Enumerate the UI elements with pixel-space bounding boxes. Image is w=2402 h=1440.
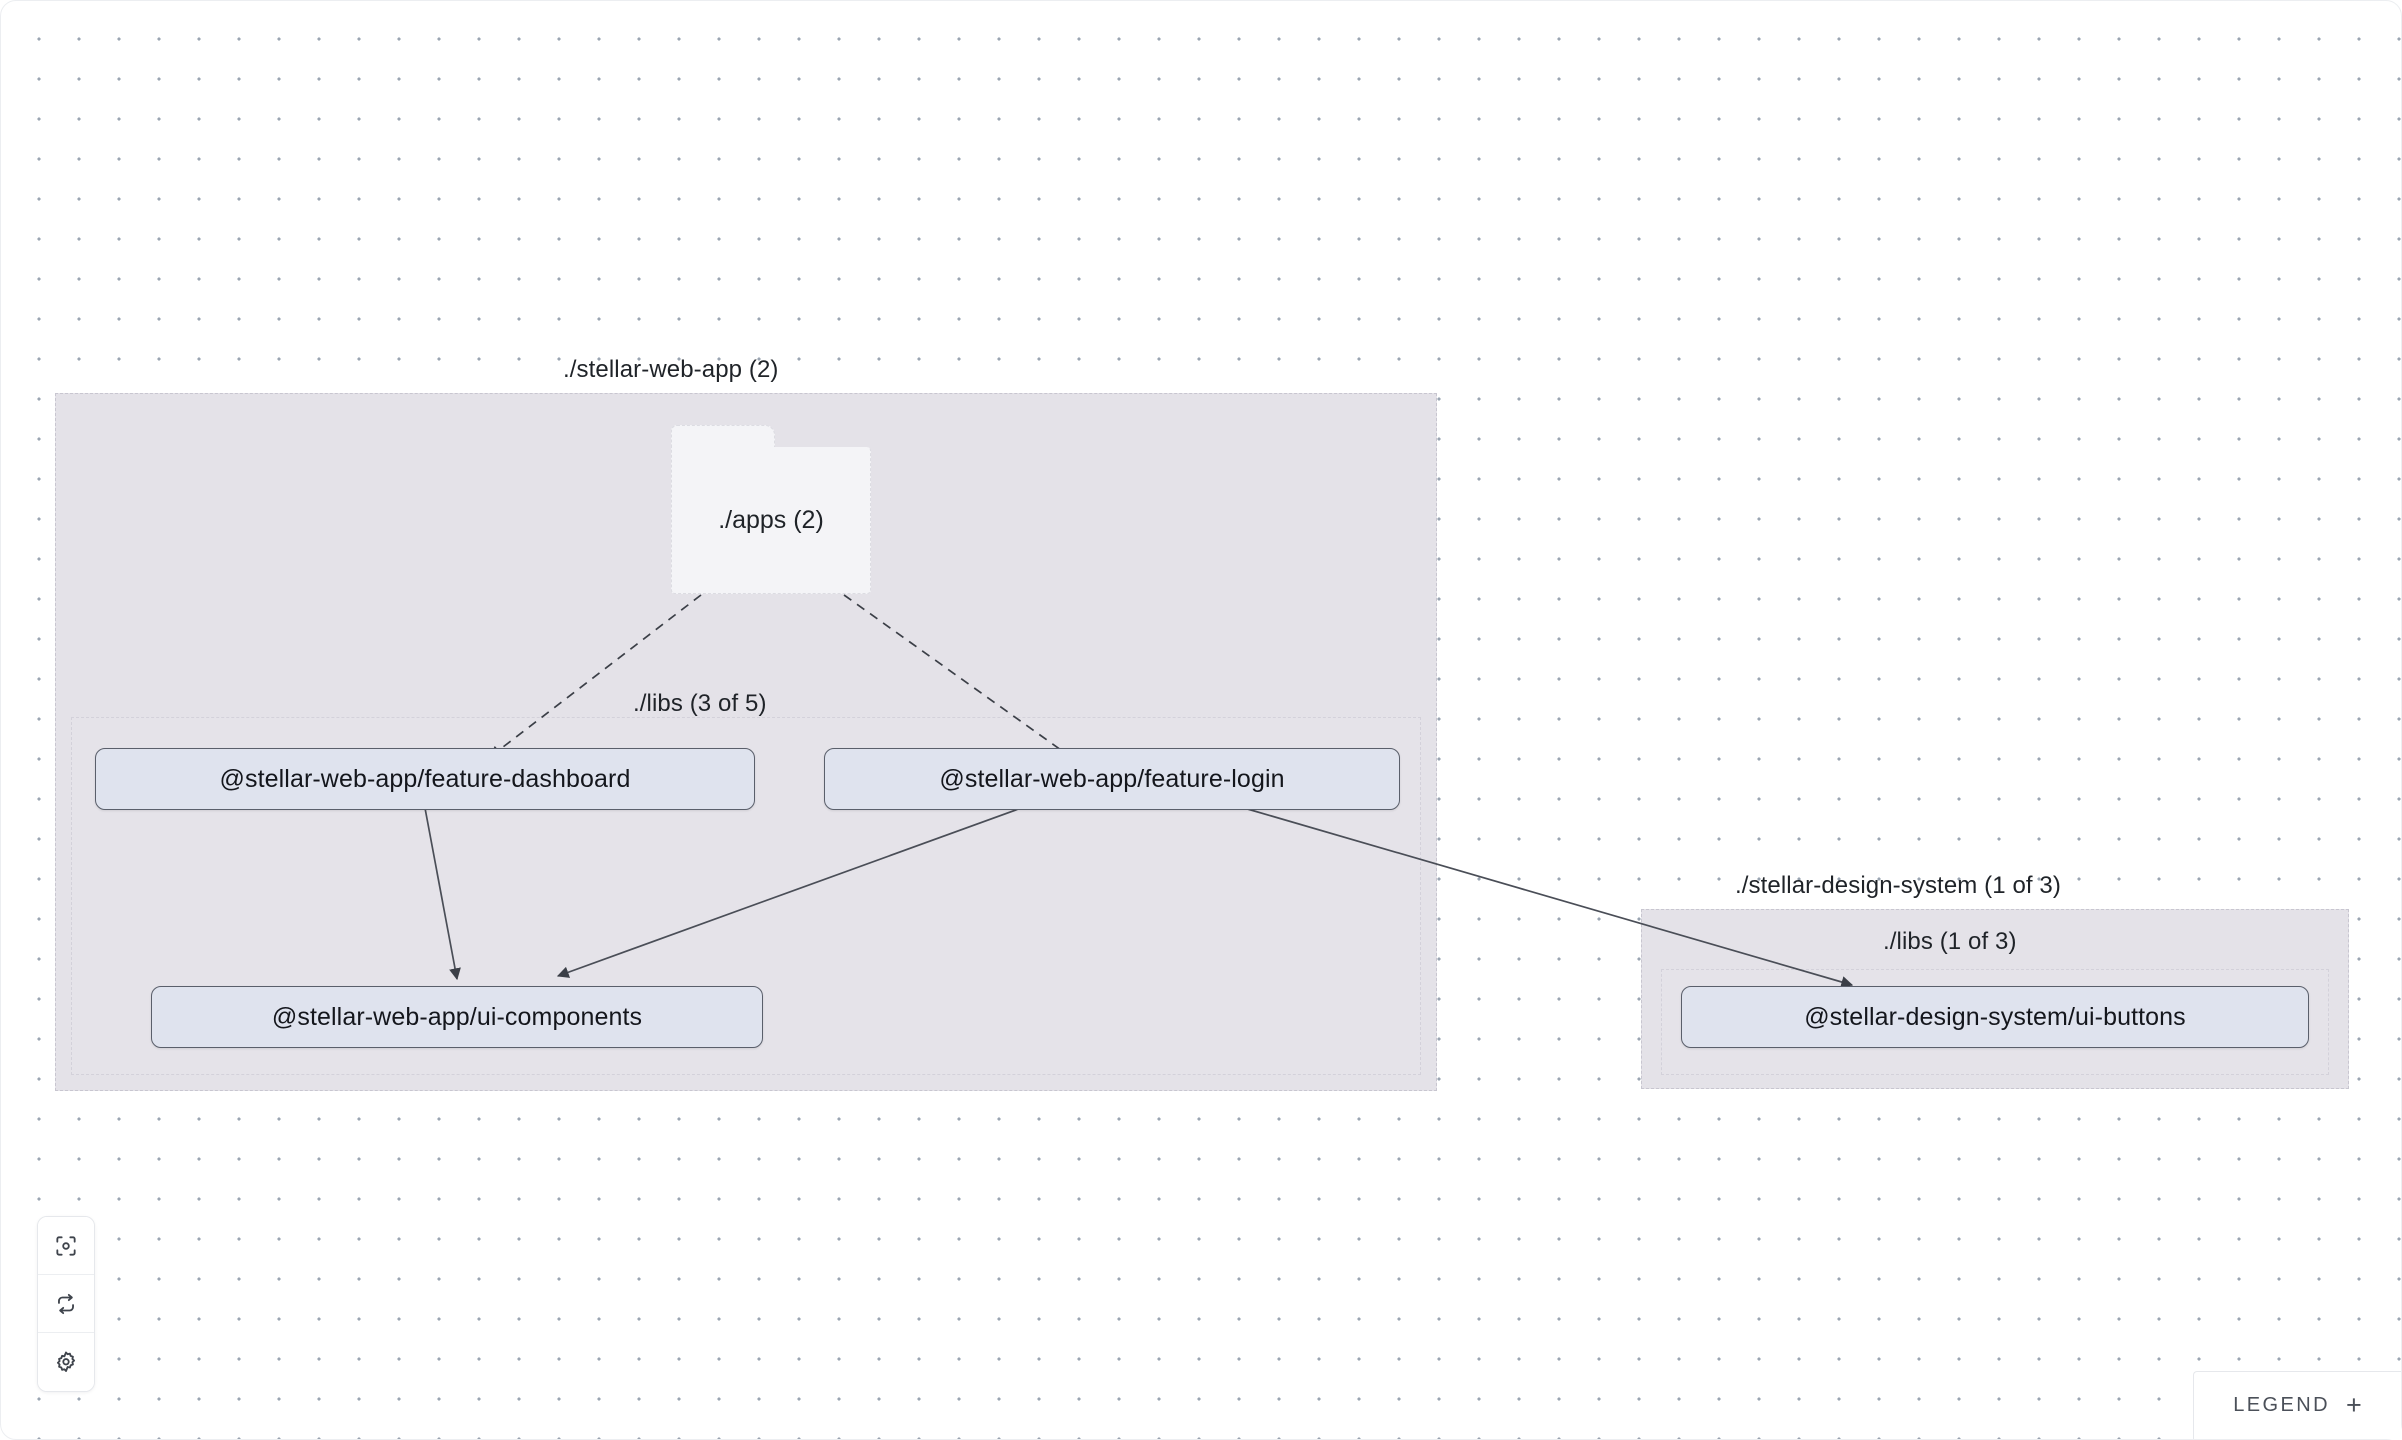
lib-node-ui-buttons[interactable]: @stellar-design-system/ui-buttons bbox=[1681, 986, 2309, 1048]
folder-body bbox=[671, 447, 871, 594]
lib-node-feature-login-label: @stellar-web-app/feature-login bbox=[939, 764, 1285, 793]
folder-tab-icon bbox=[671, 425, 775, 449]
focus-target-icon bbox=[53, 1233, 79, 1259]
refresh-sync-icon bbox=[53, 1291, 79, 1317]
lib-node-ui-components-label: @stellar-web-app/ui-components bbox=[271, 1002, 643, 1031]
lib-node-ui-buttons-label: @stellar-design-system/ui-buttons bbox=[1804, 1002, 2186, 1031]
refresh-graph-button[interactable] bbox=[38, 1275, 94, 1333]
settings-button[interactable] bbox=[38, 1333, 94, 1391]
group-label-design-system-libs: ./libs (1 of 3) bbox=[1883, 928, 2017, 955]
gear-icon bbox=[53, 1349, 79, 1375]
focus-graph-button[interactable] bbox=[38, 1217, 94, 1275]
lib-node-ui-components[interactable]: @stellar-web-app/ui-components bbox=[151, 986, 763, 1048]
legend-panel[interactable]: LEGEND + bbox=[2193, 1371, 2401, 1439]
group-label-stellar-web-app: ./stellar-web-app (2) bbox=[563, 356, 779, 383]
lib-node-feature-dashboard[interactable]: @stellar-web-app/feature-dashboard bbox=[95, 748, 755, 810]
legend-label: LEGEND bbox=[2233, 1394, 2330, 1416]
legend-expand-icon[interactable]: + bbox=[2345, 1390, 2362, 1420]
lib-node-feature-login[interactable]: @stellar-web-app/feature-login bbox=[824, 748, 1400, 810]
tool-rail[interactable] bbox=[37, 1216, 95, 1392]
folder-node-apps[interactable]: ./apps (2) bbox=[671, 425, 871, 594]
group-label-web-app-libs: ./libs (3 of 5) bbox=[633, 690, 767, 717]
folder-node-apps-label: ./apps (2) bbox=[718, 506, 824, 534]
group-label-stellar-design-system: ./stellar-design-system (1 of 3) bbox=[1735, 872, 2061, 899]
lib-node-feature-dashboard-label: @stellar-web-app/feature-dashboard bbox=[219, 764, 631, 793]
